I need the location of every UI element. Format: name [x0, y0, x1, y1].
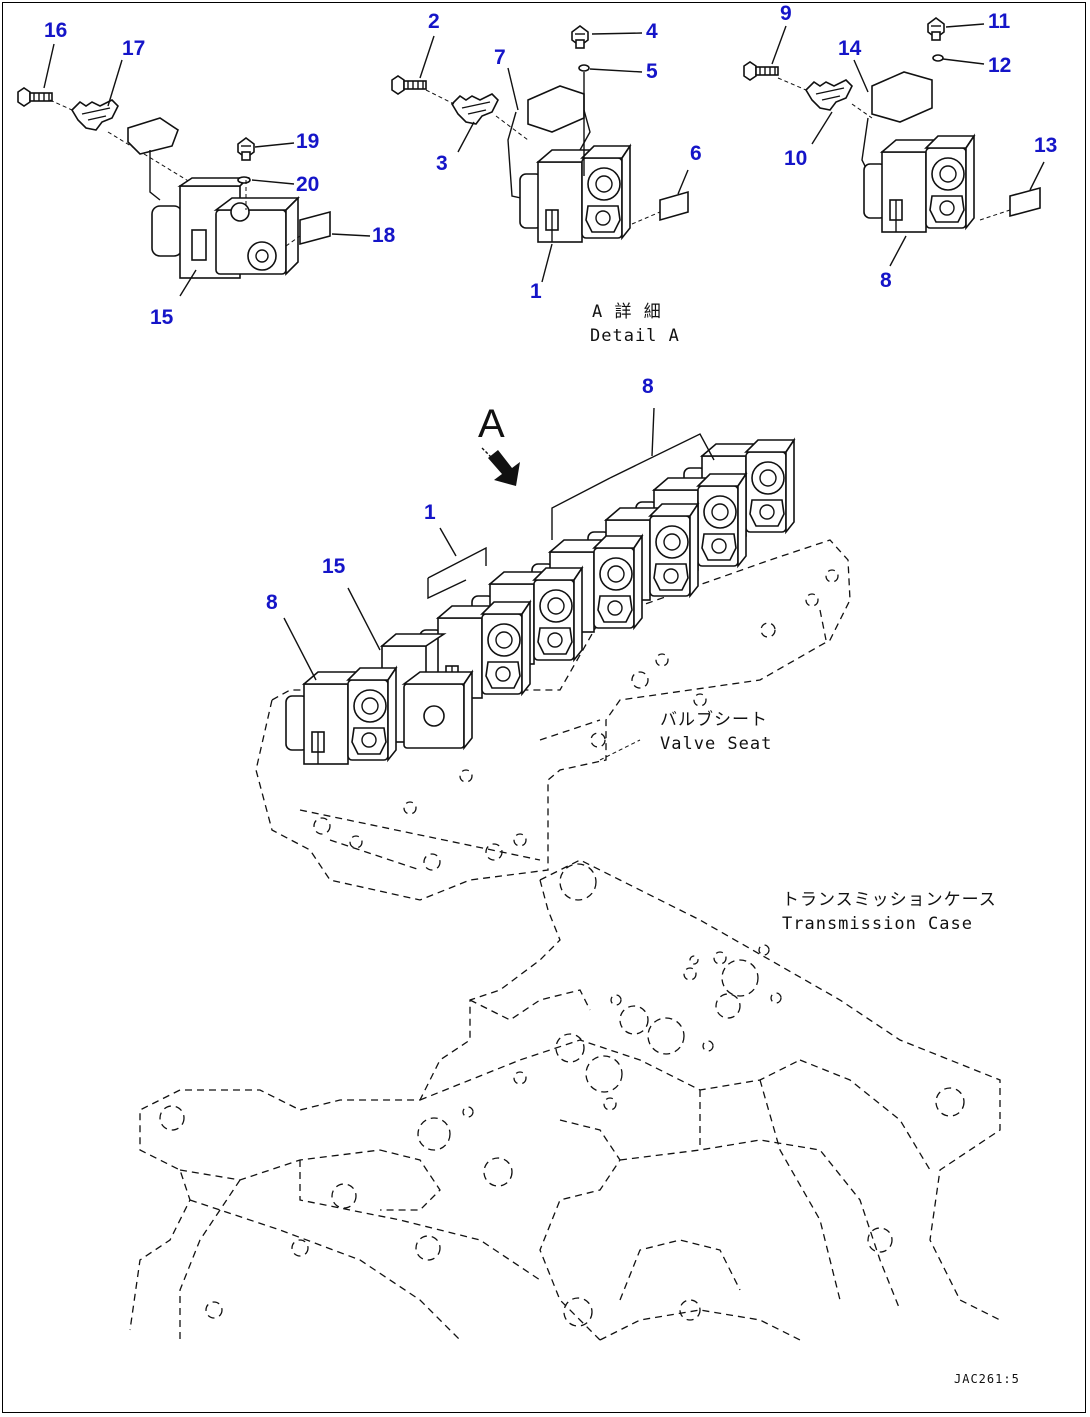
callout-14[interactable]: 14 — [838, 37, 862, 60]
callout-8-top[interactable]: 8 — [642, 375, 654, 398]
callout-10[interactable]: 10 — [784, 147, 808, 170]
callout-8-detail[interactable]: 8 — [880, 269, 892, 292]
callout-12[interactable]: 12 — [988, 54, 1012, 77]
detail-a-caption-en: Detail A — [590, 326, 680, 346]
callout-11[interactable]: 11 — [988, 10, 1011, 33]
callout-4[interactable]: 4 — [646, 20, 658, 43]
detail-valve-8 — [743, 17, 1045, 267]
callout-15-detail[interactable]: 15 — [150, 306, 174, 329]
detail-a-caption-jp: A 詳 細 — [592, 302, 662, 322]
callout-16[interactable]: 16 — [44, 19, 68, 42]
valve-seat-label-en: Valve Seat — [660, 734, 773, 754]
callout-19[interactable]: 19 — [296, 130, 320, 153]
callout-3[interactable]: 3 — [436, 152, 448, 175]
callout-9[interactable]: 9 — [780, 2, 792, 25]
callout-18[interactable]: 18 — [372, 224, 396, 247]
view-letter-a: A — [478, 402, 505, 446]
callout-13[interactable]: 13 — [1034, 134, 1058, 157]
transmission-case-label-en: Transmission Case — [782, 914, 973, 934]
callout-6[interactable]: 6 — [690, 142, 702, 165]
callout-1-main[interactable]: 1 — [424, 501, 436, 524]
valve-seat-label-jp: バルブシート — [660, 710, 768, 730]
callout-7[interactable]: 7 — [494, 46, 506, 69]
transmission-case — [129, 859, 1001, 1341]
view-arrow-a — [481, 447, 520, 486]
callout-20[interactable]: 20 — [296, 173, 320, 196]
callout-15-main[interactable]: 15 — [322, 555, 346, 578]
callout-17[interactable]: 17 — [122, 37, 146, 60]
callout-1-detail[interactable]: 1 — [530, 280, 542, 303]
transmission-case-label-jp: トランスミッションケース — [782, 890, 997, 910]
detail-valve-15 — [17, 43, 371, 297]
valve-seat-assembly — [255, 407, 851, 901]
drawing-code: JAC261:5 — [954, 1372, 1020, 1386]
callout-8-left[interactable]: 8 — [266, 591, 278, 614]
detail-a-valve-1 — [391, 25, 689, 283]
callout-5[interactable]: 5 — [646, 60, 658, 83]
callout-2[interactable]: 2 — [428, 10, 440, 33]
